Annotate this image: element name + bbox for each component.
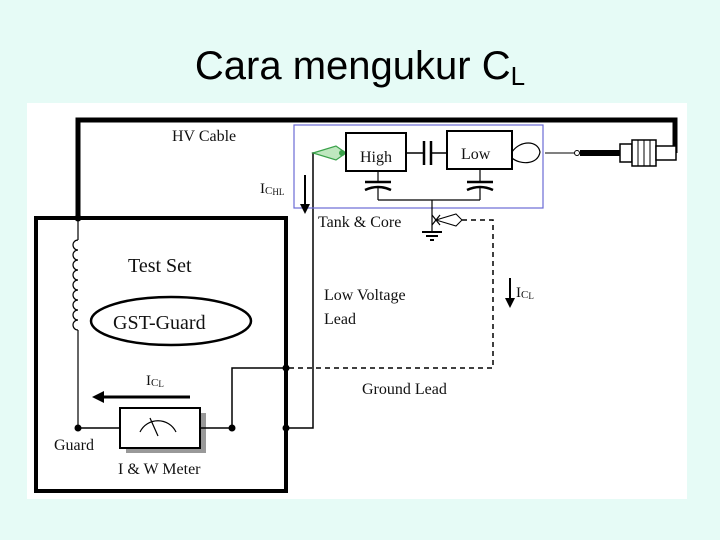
meter-needle-icon xyxy=(149,417,159,437)
terminal-loop-icon xyxy=(511,142,541,164)
high-label: High xyxy=(360,149,392,166)
hv-cable-label: HV Cable xyxy=(172,128,236,145)
title-subscript: L xyxy=(510,61,526,91)
ground-lead-label: Ground Lead xyxy=(362,381,447,398)
hv-cable-wire xyxy=(75,117,678,218)
guard-label: Guard xyxy=(54,437,94,454)
hv-connector-icon xyxy=(545,139,677,167)
wire xyxy=(231,367,286,428)
high-winding-box xyxy=(345,132,407,172)
title-main: Cara mengukur C xyxy=(194,44,511,88)
test-set-box xyxy=(34,216,288,493)
slide-title: Cara mengukur CL xyxy=(0,44,720,92)
test-set-label: Test Set xyxy=(128,255,192,277)
meter-label: I & W Meter xyxy=(118,461,201,478)
icl-label-right: ICL xyxy=(516,285,534,301)
ground-capacitor-icon xyxy=(364,169,494,241)
tank-core-box xyxy=(293,124,544,209)
arrow-head-icon xyxy=(92,391,104,403)
icl-label-left: ICL xyxy=(146,373,164,389)
gst-guard-label: GST-Guard xyxy=(113,312,206,334)
meter-dial-icon xyxy=(139,420,177,433)
arrow-head-icon xyxy=(505,298,515,308)
node-dot xyxy=(74,214,82,222)
node-dot xyxy=(282,364,290,372)
tank-core-label: Tank & Core xyxy=(318,214,401,231)
ichl-label: ICHL xyxy=(260,181,284,197)
arrow-head-icon xyxy=(300,204,310,214)
meter-box xyxy=(119,407,201,449)
gst-guard-ellipse xyxy=(89,295,253,347)
green-connector-tip xyxy=(339,150,345,156)
transformer-coil-icon xyxy=(72,218,79,428)
ground-lead-wire xyxy=(286,219,494,369)
low-voltage-lead-label-1: Low Voltage xyxy=(324,287,406,304)
tank-clip-icon xyxy=(431,214,441,226)
low-label: Low xyxy=(461,146,491,163)
low-voltage-lead-label-2: Lead xyxy=(324,311,356,328)
low-winding-box xyxy=(446,130,513,170)
